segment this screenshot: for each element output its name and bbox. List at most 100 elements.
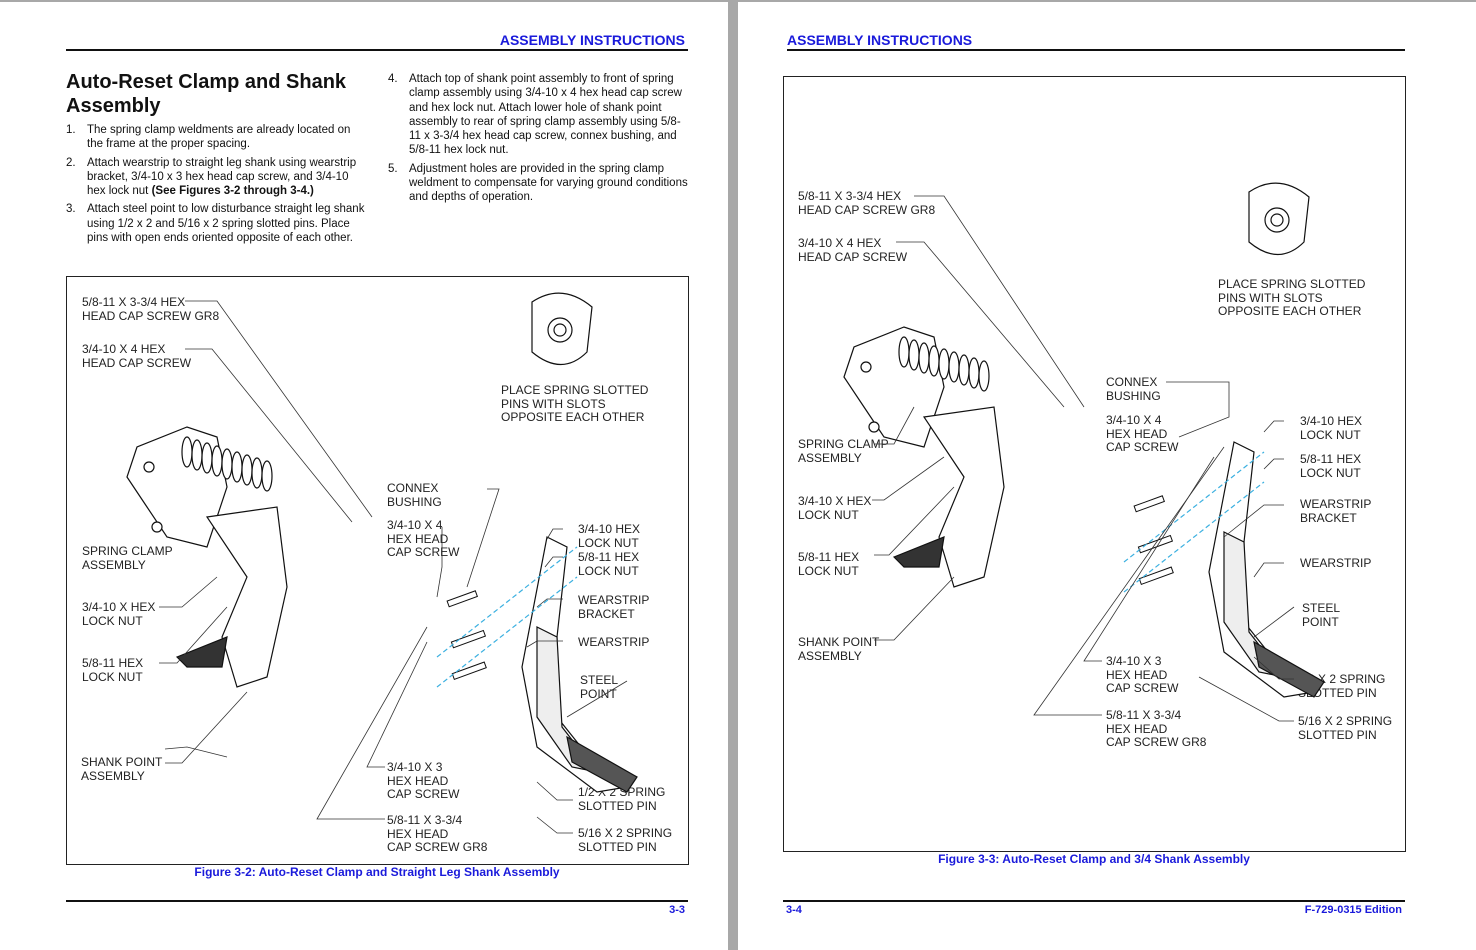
step-number: 3. [66, 203, 76, 216]
leader-line [544, 556, 563, 568]
leader-line [366, 641, 428, 768]
callout-label: WEARSTRIP [1300, 556, 1372, 570]
leader-line [1253, 562, 1284, 578]
leader-line [874, 486, 955, 556]
leader-line [159, 606, 228, 664]
callout-label: STEEL POINT [580, 673, 619, 701]
page-header: ASSEMBLY INSTRUCTIONS [499, 32, 685, 48]
leader-line [159, 576, 218, 608]
leader-line [536, 781, 573, 801]
leader-line [1083, 456, 1215, 662]
callout-label: WEARSTRIP BRACKET [578, 593, 650, 621]
step-item: 4. Attach top of shank point assembly to … [388, 72, 688, 158]
callout-label: 3/4-10 X 4 HEX HEAD CAP SCREW [82, 342, 192, 370]
leader-line [914, 195, 1085, 408]
leader-line [466, 488, 500, 588]
leader-line [1263, 420, 1284, 433]
slotted-pin-detail-icon [531, 292, 593, 365]
leader-line [536, 598, 563, 608]
step-number: 5. [388, 162, 398, 175]
callout-label: PLACE SPRING SLOTTED PINS WITH SLOTS OPP… [501, 383, 649, 424]
spring-clamp [126, 426, 228, 548]
callout-label: 5/8-11 X 3-3/4 HEX HEAD CAP SCREW GR8 [1106, 708, 1207, 749]
leader-line [1253, 606, 1295, 638]
step-text: Adjustment holes are provided in the spr… [409, 162, 688, 204]
steel-point [566, 735, 638, 793]
leader-line [1223, 504, 1284, 538]
figure-reference: (See Figures 3-2 through 3-4.) [151, 185, 314, 198]
callout-label: 5/8-11 X 3-3/4 HEX HEAD CAP SCREW GR8 [387, 813, 488, 854]
slotted-pin-detail-icon [1248, 182, 1310, 255]
callout-label: SHANK POINT ASSEMBLY [798, 635, 880, 663]
callout-label: 5/16 X 2 SPRING SLOTTED PIN [578, 826, 673, 854]
step-text: Attach steel point to low disturbance st… [87, 203, 365, 245]
callout-label: 3/4-10 X HEX LOCK NUT [82, 600, 156, 628]
page-number: 3-4 [786, 904, 802, 916]
callout-label: SPRING CLAMP ASSEMBLY [82, 544, 173, 572]
figure-caption: Figure 3-2: Auto-Reset Clamp and Straigh… [194, 865, 560, 879]
callout-label: STEEL POINT [1302, 601, 1341, 629]
callout-label: 5/8-11 HEX LOCK NUT [82, 656, 144, 684]
step-number: 1. [66, 124, 76, 136]
figure-3-2: 5/8-11 X 3-3/4 HEX HEAD CAP SCREW GR8 3/4… [66, 276, 689, 865]
callout-label: 3/4-10 X HEX LOCK NUT [798, 494, 872, 522]
callout-label: CONNEX BUSHING [387, 481, 442, 509]
page-header: ASSEMBLY INSTRUCTIONS [787, 32, 973, 48]
wearstrip [1223, 531, 1286, 678]
step-number: 4. [388, 73, 398, 85]
left-page: ASSEMBLY INSTRUCTIONS Auto-Reset Clamp a… [0, 2, 728, 950]
step-text: Attach wearstrip to straight leg shank u… [87, 156, 357, 198]
callout-label: WEARSTRIP [578, 635, 650, 649]
callout-label: 5/8-11 X 3-3/4 HEX HEAD CAP SCREW GR8 [82, 295, 220, 323]
callout-label: 3/4-10 X 4 HEX HEAD CAP SCREW [1106, 413, 1179, 454]
callout-label: SHANK POINT ASSEMBLY [81, 755, 163, 783]
callout-label: 3/4-10 HEX LOCK NUT [1300, 414, 1363, 442]
page-number: 3-3 [669, 904, 685, 916]
callout-label: 1/2 X 2 SPRING SLOTTED PIN [578, 785, 666, 813]
callout-label: SPRING CLAMP ASSEMBLY [798, 437, 889, 465]
callout-label: CONNEX BUSHING [1106, 375, 1161, 403]
leader-line [1263, 458, 1284, 470]
shank-point-assembly [922, 406, 1005, 588]
leader-line [546, 528, 563, 540]
spring-clamp [843, 326, 945, 448]
leader-line [536, 816, 573, 834]
leader-line [185, 348, 353, 523]
step-item: 2. Attach wearstrip to straight leg shank… [66, 156, 366, 199]
header-rule [66, 49, 688, 51]
callout-label: 3/4-10 X 3 HEX HEAD CAP SCREW [387, 760, 460, 801]
steps-list-col1: 1.The spring clamp weldments are already… [66, 123, 366, 249]
figure-3-3: 5/8-11 X 3-3/4 HEX HEAD CAP SCREW GR8 3/4… [783, 76, 1406, 852]
leader-line [1253, 656, 1294, 680]
step-text: Attach top of shank point assembly to fr… [409, 73, 682, 157]
figure-caption: Figure 3-3: Auto-Reset Clamp and 3/4 Sha… [938, 852, 1250, 866]
step-item: 5. Adjustment holes are provided in the s… [388, 162, 688, 205]
callout-label: WEARSTRIP BRACKET [1300, 497, 1372, 525]
callout-label: 1/2 X 2 SPRING SLOTTED PIN [1298, 672, 1386, 700]
leader-line [874, 576, 955, 641]
leader-line [164, 746, 228, 758]
callout-label: 5/16 X 2 SPRING SLOTTED PIN [1298, 714, 1393, 742]
step-item: 3. Attach steel point to low disturbance … [66, 202, 366, 245]
spring-coil [898, 336, 990, 392]
step-item: 1.The spring clamp weldments are already… [66, 123, 366, 152]
shank [1208, 441, 1316, 698]
leader-line [896, 241, 1065, 408]
leader-line [1198, 676, 1294, 722]
callout-label: 5/8-11 HEX LOCK NUT [578, 550, 640, 578]
callout-label: 3/4-10 X 3 HEX HEAD CAP SCREW [1106, 654, 1179, 695]
leader-line [526, 640, 563, 648]
callout-label: 5/8-11 HEX LOCK NUT [798, 550, 860, 578]
callout-label: 3/4-10 HEX LOCK NUT [578, 522, 641, 550]
right-page: ASSEMBLY INSTRUCTIONS 5/8-11 X 3-3/4 HEX… [738, 2, 1476, 950]
section-title: Auto-Reset Clamp and Shank Assembly [66, 71, 347, 117]
edition-label: F-729-0315 Edition [1304, 904, 1402, 916]
bolts [1133, 495, 1174, 585]
bolts [446, 590, 487, 680]
steps-list-col2: 4. Attach top of shank point assembly to … [388, 72, 688, 209]
spring-coil [181, 436, 273, 492]
footer-rule [783, 900, 1405, 902]
step-number: 2. [66, 156, 76, 169]
leader-line [185, 300, 373, 518]
header-rule [787, 49, 1405, 51]
